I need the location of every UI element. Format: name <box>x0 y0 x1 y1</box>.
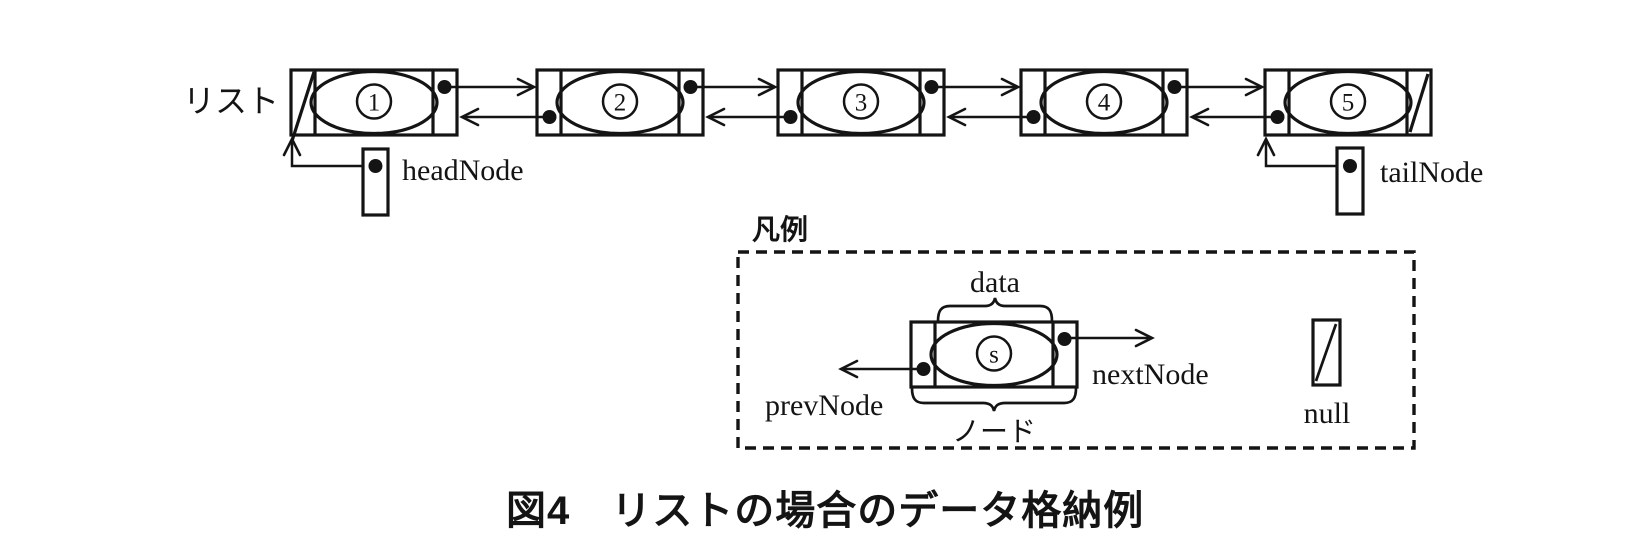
null-symbol-box <box>1311 318 1342 387</box>
node-chain: 1 2 3 4 5 <box>289 68 1433 142</box>
list-node-4-value: 4 <box>1098 90 1111 117</box>
null-symbol-slash <box>1314 323 1338 382</box>
list-node-1-data-ellipse <box>309 69 439 136</box>
head-pointer: headNode <box>282 136 524 217</box>
null-label: null <box>1304 397 1351 430</box>
legend-node-value-circle <box>975 335 1013 372</box>
list-node-2-data-ellipse <box>555 69 685 136</box>
list-node-3-value: 3 <box>855 90 868 117</box>
head-pointer-dot <box>368 159 383 173</box>
list-label: リスト <box>183 83 279 119</box>
list-node-5: 5 <box>1263 68 1433 137</box>
legend-node-value: s <box>989 342 999 369</box>
tail-pointer-arrow <box>1256 136 1350 168</box>
tail-pointer-label: tailNode <box>1380 156 1483 189</box>
legend-sample-node: s <box>909 320 1079 389</box>
legend-node-next-pointer-dot <box>1057 332 1072 346</box>
list-node-2: 2 <box>535 68 705 137</box>
list-node-1-prev-null-slash <box>290 71 316 142</box>
list-node-5-data-ellipse <box>1283 69 1413 136</box>
head-pointer-box <box>361 147 390 217</box>
node-brace <box>910 387 1078 412</box>
chain-arrows <box>444 77 1278 127</box>
list-node-4-value-circle <box>1085 83 1123 120</box>
node-label: ノード <box>952 416 1036 447</box>
tail-pointer-box <box>1335 146 1365 216</box>
list-node-4-data-ellipse <box>1039 69 1169 136</box>
list-node-1-value-circle <box>355 83 393 120</box>
list-node-4: 4 <box>1019 68 1189 137</box>
legend-node-data-ellipse <box>929 321 1059 388</box>
head-pointer-label: headNode <box>402 154 524 187</box>
legend-node: s <box>909 320 1079 389</box>
legend: 凡例 s data ノード prevNode nextNode null <box>736 214 1416 450</box>
tail-pointer-dot <box>1343 159 1357 173</box>
list-node-5-value: 5 <box>1342 90 1355 117</box>
list-node-2-value-circle <box>601 83 639 120</box>
data-label: data <box>970 266 1020 299</box>
legend-border <box>736 250 1416 450</box>
list-node-1: 1 <box>289 68 459 142</box>
legend-title: 凡例 <box>752 214 808 245</box>
data-brace <box>936 297 1054 322</box>
list-node-5-value-circle <box>1329 83 1367 120</box>
list-node-3-value-circle <box>842 83 880 120</box>
list-node-3-data-ellipse <box>796 69 926 136</box>
figure-caption: 図4 リストの場合のデータ格納例 <box>506 488 1144 533</box>
list-node-3: 3 <box>776 68 946 137</box>
head-pointer-arrow <box>282 136 375 168</box>
tail-pointer: tailNode <box>1256 136 1483 216</box>
prev-pointer-label: prevNode <box>765 389 883 422</box>
list-node-1-value: 1 <box>368 90 381 117</box>
next-pointer-label: nextNode <box>1092 358 1209 391</box>
list-node-5-next-null-slash <box>1408 73 1430 133</box>
list-node-2-value: 2 <box>614 90 627 117</box>
